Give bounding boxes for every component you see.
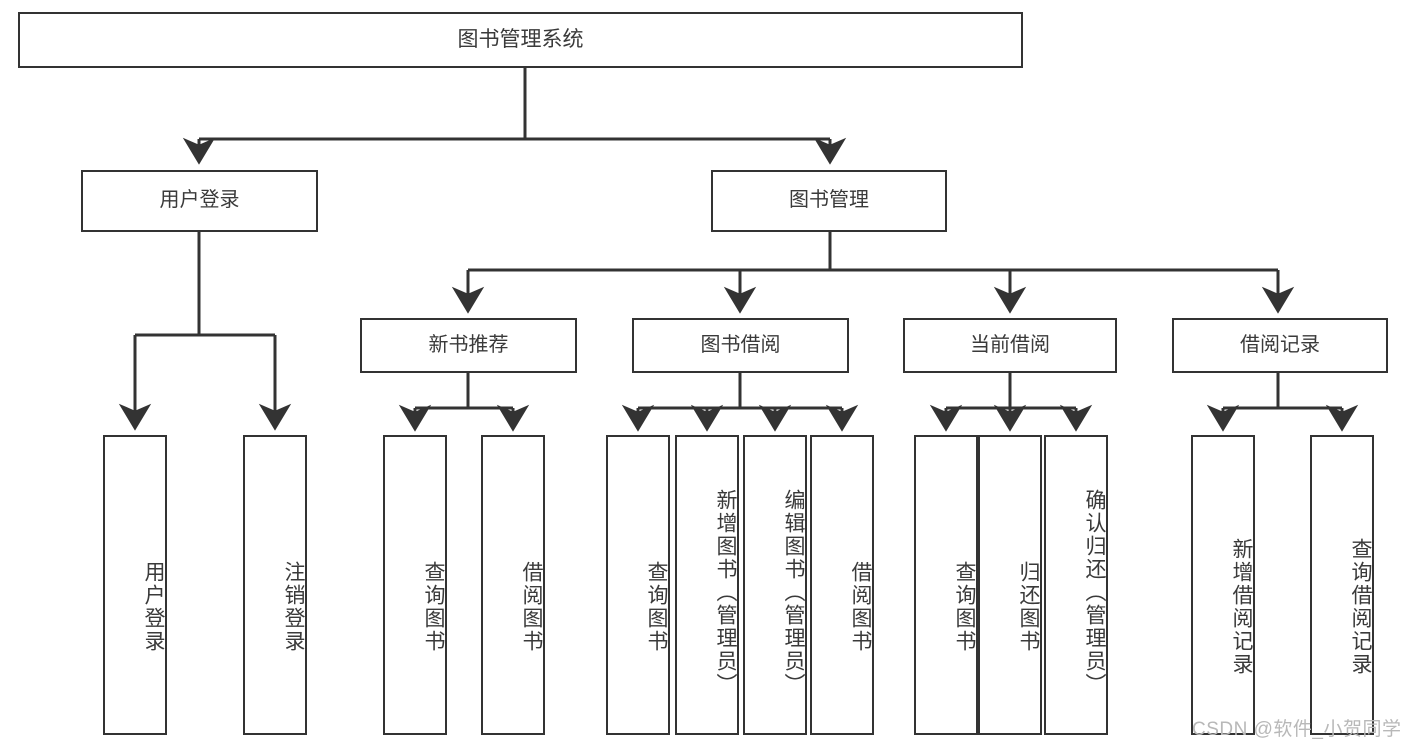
node-leaf-return-book[interactable]: 归还图书 <box>978 435 1042 735</box>
node-leaf-query-borrow-record[interactable]: 查询借阅记录 <box>1310 435 1374 735</box>
node-root-library-management-system[interactable]: 图书管理系统 <box>18 12 1023 68</box>
node-leaf-confirm-return[interactable]: 确认归还（管理员） <box>1044 435 1108 735</box>
node-leaf-query-book-3[interactable]: 查询图书 <box>914 435 978 735</box>
csdn-watermark: CSDN @软件_小贺同学 <box>1192 719 1402 740</box>
node-leaf-user-login[interactable]: 用户登录 <box>103 435 167 735</box>
node-leaf-query-book-1[interactable]: 查询图书 <box>383 435 447 735</box>
node-leaf-add-book[interactable]: 新增图书（管理员） <box>675 435 739 735</box>
node-new-book-recommend[interactable]: 新书推荐 <box>360 318 577 373</box>
node-current-borrow[interactable]: 当前借阅 <box>903 318 1117 373</box>
node-leaf-query-book-2[interactable]: 查询图书 <box>606 435 670 735</box>
node-book-management[interactable]: 图书管理 <box>711 170 947 232</box>
node-leaf-add-borrow-record[interactable]: 新增借阅记录 <box>1191 435 1255 735</box>
node-user-login[interactable]: 用户登录 <box>81 170 318 232</box>
node-book-borrow[interactable]: 图书借阅 <box>632 318 849 373</box>
node-leaf-user-logout[interactable]: 注销登录 <box>243 435 307 735</box>
node-leaf-borrow-book-1[interactable]: 借阅图书 <box>481 435 545 735</box>
node-leaf-edit-book[interactable]: 编辑图书（管理员） <box>743 435 807 735</box>
node-borrow-record[interactable]: 借阅记录 <box>1172 318 1388 373</box>
node-leaf-borrow-book-2[interactable]: 借阅图书 <box>810 435 874 735</box>
